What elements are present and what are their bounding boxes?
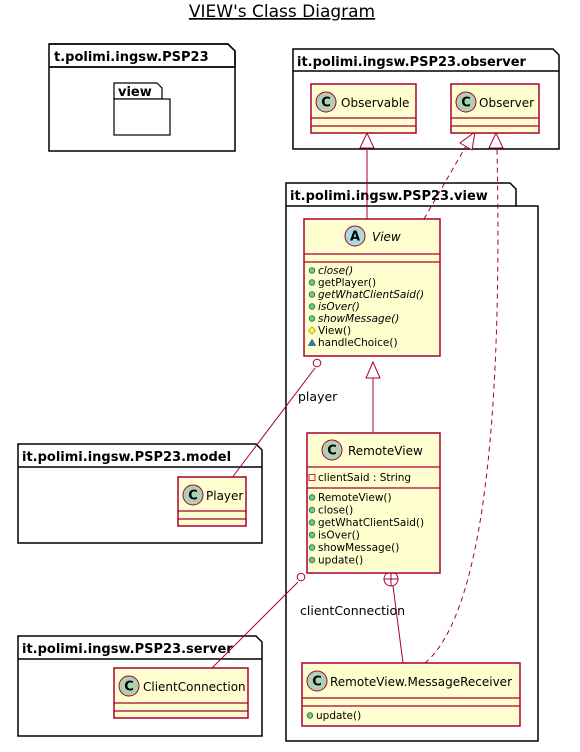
member-text: RemoteView() [318, 492, 392, 504]
class-messagereceiver[interactable]: C RemoteView.MessageReceiver update() [301, 662, 521, 727]
package-observer-name: it.polimi.ingsw.PSP23.observer [297, 55, 527, 70]
remoteview-fields: clientSaid : String [308, 472, 411, 484]
edge-remoteview-messagereceiver [392, 585, 404, 664]
public-visibility-icon [308, 544, 316, 551]
stereotype-letter: C [461, 96, 471, 111]
member-text: View() [318, 325, 351, 337]
edge-label-player: player [298, 389, 338, 404]
member-text: showMessage() [318, 542, 399, 554]
member-text: handleChoice() [318, 337, 398, 349]
edge-messagereceiver-observer [424, 147, 499, 664]
class-circle-icon [182, 484, 204, 506]
package-server-name: it.polimi.ingsw.PSP23.server [22, 642, 233, 657]
class-circle-icon [315, 91, 337, 113]
subpackage-view-body [113, 98, 171, 136]
public-visibility-icon [308, 291, 316, 298]
class-player[interactable]: C Player [177, 476, 247, 527]
public-visibility-icon [308, 315, 316, 322]
member-text: close() [318, 265, 353, 277]
stereotype-letter: C [188, 489, 198, 504]
subpackage-view-tab [113, 82, 163, 100]
abstract-circle-icon [344, 225, 366, 247]
protected-visibility-icon [307, 326, 317, 335]
class-remoteview[interactable]: C RemoteView clientSaid : String RemoteV… [306, 432, 441, 574]
class-clientconnection[interactable]: C ClientConnection [113, 667, 249, 719]
stereotype-letter: C [312, 675, 322, 690]
class-name: Observer [479, 96, 534, 110]
view-methods: close()getPlayer()getWhatClientSaid()isO… [307, 265, 424, 349]
package-visibility-icon [307, 338, 317, 346]
public-visibility-icon [308, 494, 316, 501]
member-text: getWhatClientSaid() [318, 289, 424, 301]
diagram-title: VIEW's Class Diagram [189, 2, 375, 22]
messagereceiver-methods: update() [306, 710, 361, 722]
edge-remoteview-clientconnection [209, 581, 299, 671]
public-visibility-icon [308, 279, 316, 286]
class-observable[interactable]: C Observable [310, 83, 417, 134]
class-name: Player [206, 489, 243, 503]
class-circle-icon [455, 91, 477, 113]
stereotype-letter: C [124, 680, 134, 695]
package-root-name: t.polimi.ingsw.PSP23 [54, 50, 209, 65]
member-text: showMessage() [318, 313, 399, 325]
arrowhead-observer-2 [488, 131, 504, 149]
public-visibility-icon [308, 267, 316, 274]
member-text: getWhatClientSaid() [318, 517, 424, 529]
class-name: Observable [341, 96, 409, 110]
package-view-name: it.polimi.ingsw.PSP23.view [290, 189, 488, 204]
public-visibility-icon [308, 519, 316, 526]
class-name: ClientConnection [143, 680, 246, 694]
stereotype-letter: C [321, 96, 331, 111]
arrowhead-observable [359, 131, 375, 149]
aggregation-view-player [312, 358, 322, 368]
public-visibility-icon [308, 303, 316, 310]
class-observer[interactable]: C Observer [450, 83, 540, 134]
private-visibility-icon [308, 474, 316, 481]
aggregation-remoteview-clientconnection [296, 572, 306, 582]
public-visibility-icon [308, 506, 316, 514]
member-text: isOver() [318, 301, 360, 313]
member-text: isOver() [318, 530, 360, 542]
edges [209, 130, 504, 671]
member-text: getPlayer() [318, 277, 376, 289]
package-model-name: it.polimi.ingsw.PSP23.model [22, 450, 231, 465]
arrowhead-observer-1 [459, 130, 476, 151]
edge-view-player [227, 367, 316, 484]
subpackage-view-name: view [118, 85, 152, 100]
edge-label-clientconnection: clientConnection [300, 603, 405, 618]
public-visibility-icon [308, 531, 316, 539]
stereotype-letter: C [327, 444, 337, 459]
class-name: View [372, 230, 401, 244]
arrowhead-view [365, 360, 381, 379]
class-name: RemoteView [348, 444, 423, 458]
stereotype-letter: A [350, 230, 360, 245]
class-name: RemoteView.MessageReceiver [330, 675, 512, 689]
member-text: clientSaid : String [318, 472, 411, 484]
member-text: close() [318, 505, 353, 517]
class-circle-icon [306, 670, 328, 692]
public-visibility-icon [308, 556, 316, 564]
package-root: t.polimi.ingsw.PSP23 view [48, 43, 236, 152]
class-circle-icon [321, 439, 343, 461]
class-view[interactable]: A View close()getPlayer()getWhatClientSa… [303, 218, 441, 357]
class-circle-icon [118, 675, 140, 697]
member-text: update() [316, 710, 361, 722]
member-text: update() [318, 555, 363, 567]
public-visibility-icon [306, 712, 314, 719]
remoteview-methods: RemoteView()close()getWhatClientSaid()is… [308, 492, 424, 567]
